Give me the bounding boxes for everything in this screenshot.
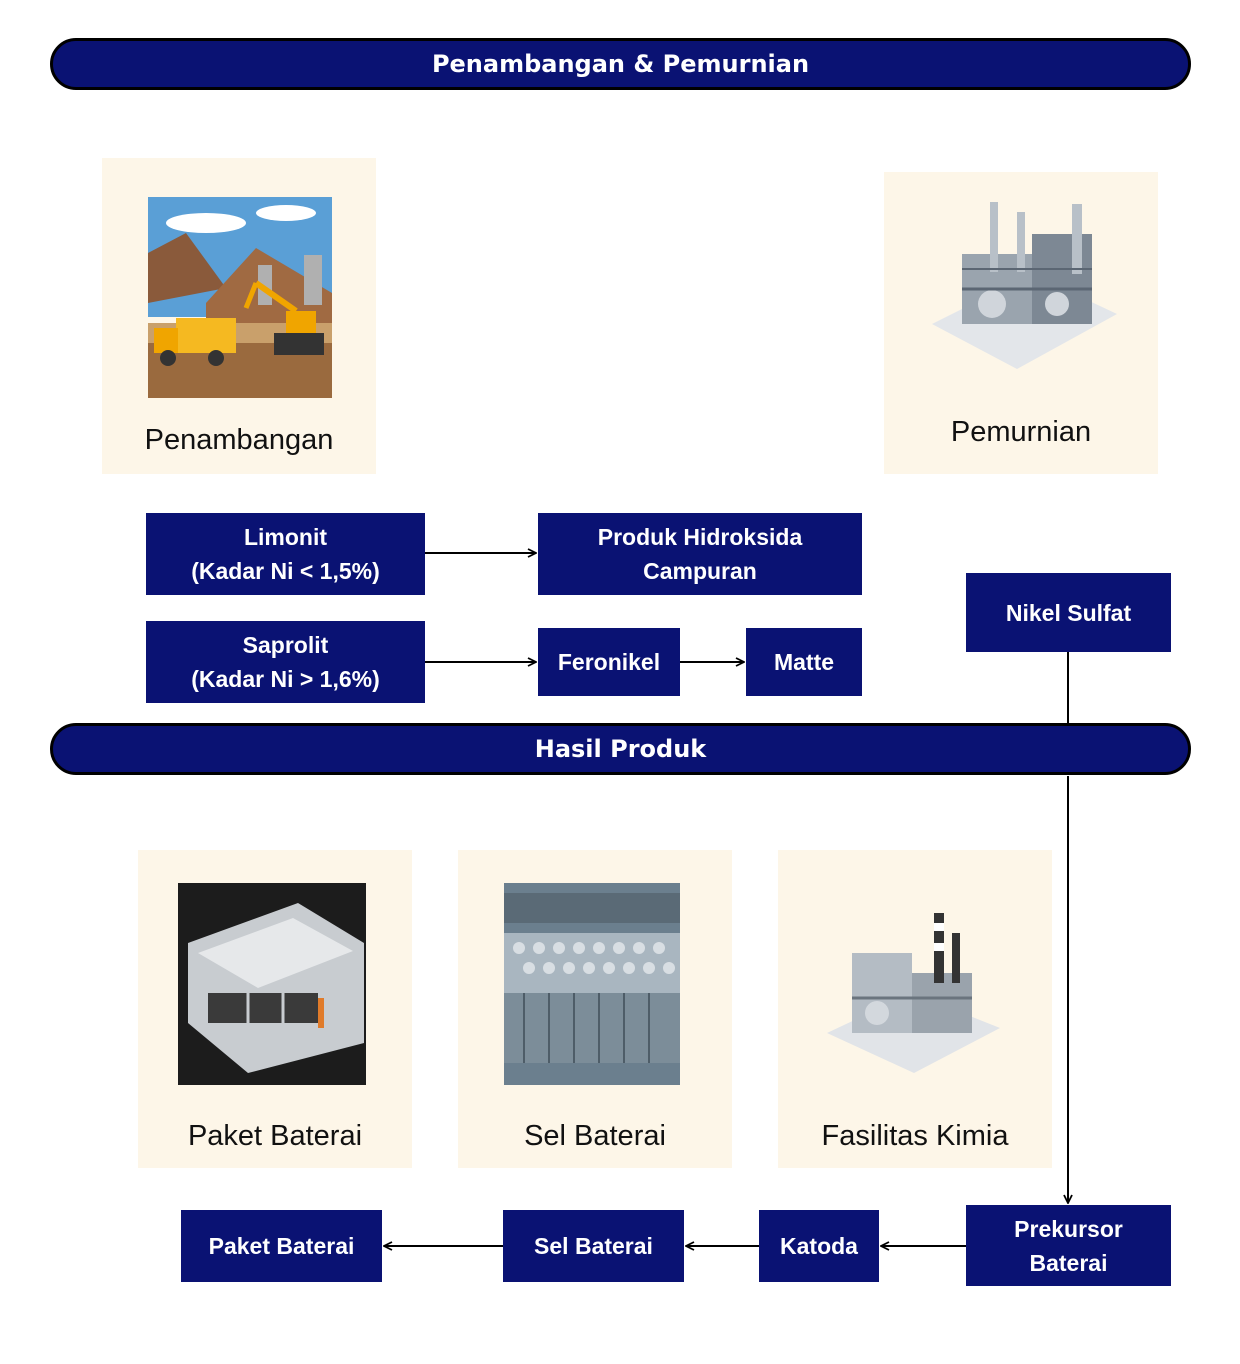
box-label: Feronikel: [557, 649, 661, 675]
banner-title: Penambangan & Pemurnian: [431, 50, 810, 78]
box-saprolit: Saprolit (Kadar Ni > 1,6%): [146, 621, 425, 703]
card-pemurnian: Pemurnian: [884, 172, 1158, 474]
card-penambangan: Penambangan: [102, 158, 376, 474]
box-feronikel: Feronikel: [538, 628, 680, 696]
box-nikel-sulfat: Nikel Sulfat: [966, 573, 1171, 652]
box-produk-hidroksida-campuran: Produk Hidroksida Campuran: [538, 513, 862, 595]
box-label: Prekursor Baterai: [1014, 1215, 1123, 1276]
box-label: Limonit (Kadar Ni < 1,5%): [191, 524, 380, 584]
refinery-plant-icon: [932, 202, 1117, 369]
mining-truck-excavator-icon: [148, 197, 332, 398]
box-label: Katoda: [780, 1233, 858, 1259]
card-label: Penambangan: [144, 424, 334, 456]
card-fasilitas-kimia: Fasilitas Kimia: [778, 850, 1052, 1168]
box-label: Matte: [773, 649, 835, 675]
section-banner-products: Hasil Produk: [50, 723, 1191, 775]
box-katoda: Katoda: [759, 1210, 879, 1282]
box-label: Produk Hidroksida Campuran: [597, 524, 803, 584]
box-label: Nikel Sulfat: [1005, 599, 1132, 626]
chemical-facility-icon: [827, 913, 1000, 1073]
box-limonit: Limonit (Kadar Ni < 1,5%): [146, 513, 425, 595]
box-label: Sel Baterai: [534, 1233, 653, 1259]
section-banner-mining-refining: Penambangan & Pemurnian: [50, 38, 1191, 90]
box-sel-baterai: Sel Baterai: [503, 1210, 684, 1282]
battery-cells-icon: [504, 883, 680, 1085]
box-paket-baterai: Paket Baterai: [181, 1210, 382, 1282]
card-paket-baterai: Paket Baterai: [138, 850, 412, 1168]
card-label: Pemurnian: [950, 416, 1092, 448]
box-matte: Matte: [746, 628, 862, 696]
card-label: Fasilitas Kimia: [821, 1120, 1009, 1152]
card-sel-baterai: Sel Baterai: [458, 850, 732, 1168]
card-label: Paket Baterai: [187, 1120, 363, 1152]
card-label: Sel Baterai: [524, 1120, 666, 1152]
banner-title: Hasil Produk: [534, 735, 707, 763]
box-prekursor-baterai: Prekursor Baterai: [966, 1205, 1171, 1286]
box-label: Saprolit (Kadar Ni > 1,6%): [191, 632, 380, 692]
box-label: Paket Baterai: [208, 1233, 355, 1259]
battery-pack-icon: [178, 883, 366, 1085]
